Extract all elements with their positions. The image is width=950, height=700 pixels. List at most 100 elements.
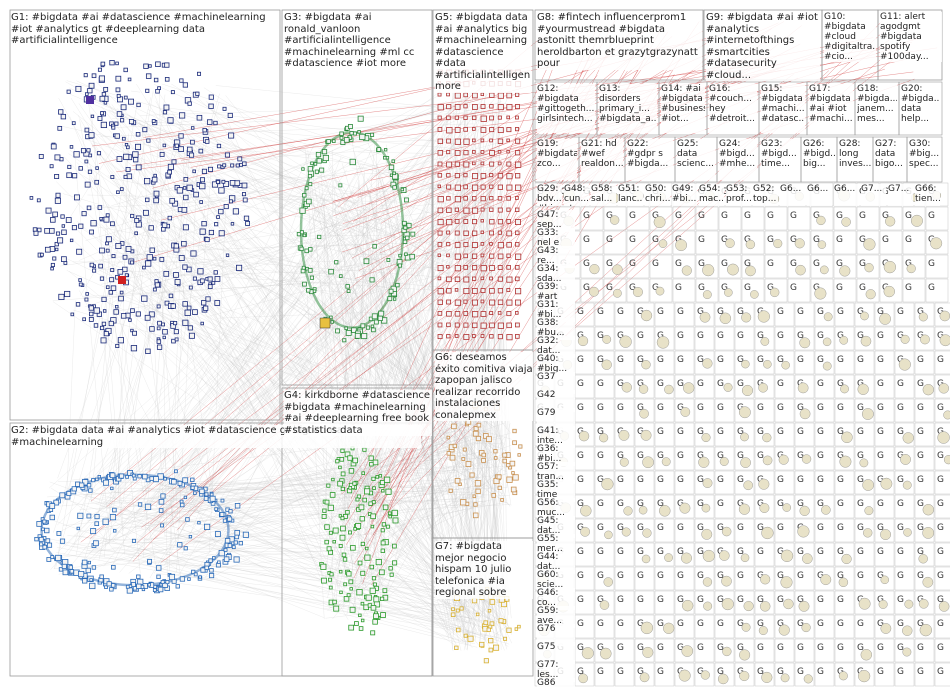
- graph-node: [104, 332, 108, 336]
- graph-node: [242, 162, 246, 166]
- graph-node: [100, 248, 105, 253]
- tiny-group-tag: G: [597, 523, 604, 533]
- graph-node: [87, 484, 91, 488]
- graph-node: [327, 484, 330, 487]
- tiny-group-tag: G: [837, 475, 844, 485]
- graph-node: [188, 578, 191, 581]
- graph-node: [335, 261, 338, 264]
- graph-node: [339, 570, 342, 573]
- tiny-node: [744, 481, 753, 490]
- graph-node: [47, 543, 51, 547]
- tiny-group-tag: G: [777, 379, 784, 389]
- tiny-group-tag: G: [617, 475, 624, 485]
- graph-node: [349, 486, 352, 489]
- graph-node: [126, 246, 131, 251]
- graph-node: [361, 571, 365, 575]
- graph-node: [79, 167, 83, 171]
- graph-node: [178, 543, 182, 547]
- graph-node: [464, 335, 469, 340]
- graph-node: [498, 197, 502, 201]
- graph-node: [373, 460, 378, 465]
- graph-node: [201, 301, 205, 305]
- graph-node: [90, 583, 95, 588]
- graph-node: [318, 235, 321, 238]
- graph-node: [404, 226, 407, 229]
- tiny-node: [842, 554, 852, 564]
- tiny-node: [662, 458, 670, 466]
- graph-node: [94, 308, 99, 313]
- graph-node: [62, 225, 65, 228]
- tiny-group-tag: G: [677, 523, 684, 533]
- tiny-node: [939, 383, 949, 393]
- graph-node: [61, 114, 66, 119]
- tiny-group-tag: G: [817, 475, 824, 485]
- tiny-group-tag: G: [837, 403, 844, 413]
- graph-node: [189, 286, 192, 289]
- graph-node: [479, 642, 483, 646]
- tiny-group-tag: G: [577, 451, 584, 461]
- graph-node: [162, 223, 167, 228]
- graph-node: [490, 174, 493, 177]
- graph-node: [498, 162, 501, 165]
- tiny-node: [783, 599, 793, 609]
- graph-node: [198, 269, 203, 274]
- graph-node: [358, 561, 362, 565]
- tiny-group-tag: G: [917, 451, 924, 461]
- graph-node: [106, 249, 109, 252]
- tiny-group-tag: G: [817, 643, 824, 653]
- graph-node: [104, 102, 107, 105]
- graph-node: [498, 116, 501, 119]
- graph-node: [468, 636, 473, 641]
- graph-node: [100, 277, 103, 280]
- graph-node: [515, 116, 518, 119]
- graph-node: [498, 300, 503, 305]
- graph-node: [490, 220, 494, 224]
- graph-node: [193, 310, 198, 315]
- graph-node: [341, 449, 344, 452]
- graph-node: [464, 93, 468, 97]
- graph-node: [350, 607, 355, 612]
- tiny-node: [762, 527, 774, 539]
- graph-node: [143, 128, 147, 132]
- graph-node: [200, 183, 205, 188]
- tiny-group-tag: G: [677, 331, 684, 341]
- tiny-group-tag: G: [637, 571, 644, 581]
- graph-node: [246, 221, 250, 225]
- tiny-node: [820, 266, 828, 274]
- tiny-group-label: G86: [537, 678, 575, 700]
- graph-node: [494, 450, 497, 453]
- graph-node: [507, 289, 510, 292]
- graph-node: [339, 466, 342, 469]
- graph-node: [226, 254, 229, 257]
- tiny-group-label: G51: lanc...: [618, 184, 643, 206]
- graph-node: [203, 128, 207, 132]
- graph-node: [71, 313, 74, 316]
- graph-node: [359, 614, 362, 617]
- graph-node: [103, 519, 108, 524]
- graph-node: [323, 155, 328, 160]
- tiny-group-tag: G: [897, 667, 904, 677]
- graph-node: [393, 298, 396, 301]
- graph-node: [460, 500, 465, 505]
- tiny-node: [903, 481, 911, 489]
- tiny-node: [824, 313, 832, 321]
- graph-node: [154, 198, 159, 203]
- tiny-group-tag: G: [882, 235, 889, 245]
- tiny-group-tag: G: [597, 499, 604, 509]
- graph-node: [315, 170, 318, 173]
- edge: [475, 86, 501, 508]
- tiny-node: [683, 383, 694, 394]
- graph-node: [507, 220, 511, 224]
- tiny-group-tag: G: [657, 619, 664, 629]
- graph-node: [187, 185, 192, 190]
- graph-node: [515, 139, 519, 143]
- small-group-label-g12: G12: #bigdata #gittogeth... girlsintech.…: [537, 84, 595, 133]
- tiny-group-tag: G: [897, 619, 904, 629]
- graph-node: [185, 310, 190, 315]
- graph-node: [511, 487, 516, 492]
- graph-node: [455, 231, 459, 235]
- tiny-node: [823, 338, 831, 346]
- tiny-group-tag: G: [577, 475, 584, 485]
- graph-node: [350, 588, 353, 591]
- graph-node: [175, 144, 178, 147]
